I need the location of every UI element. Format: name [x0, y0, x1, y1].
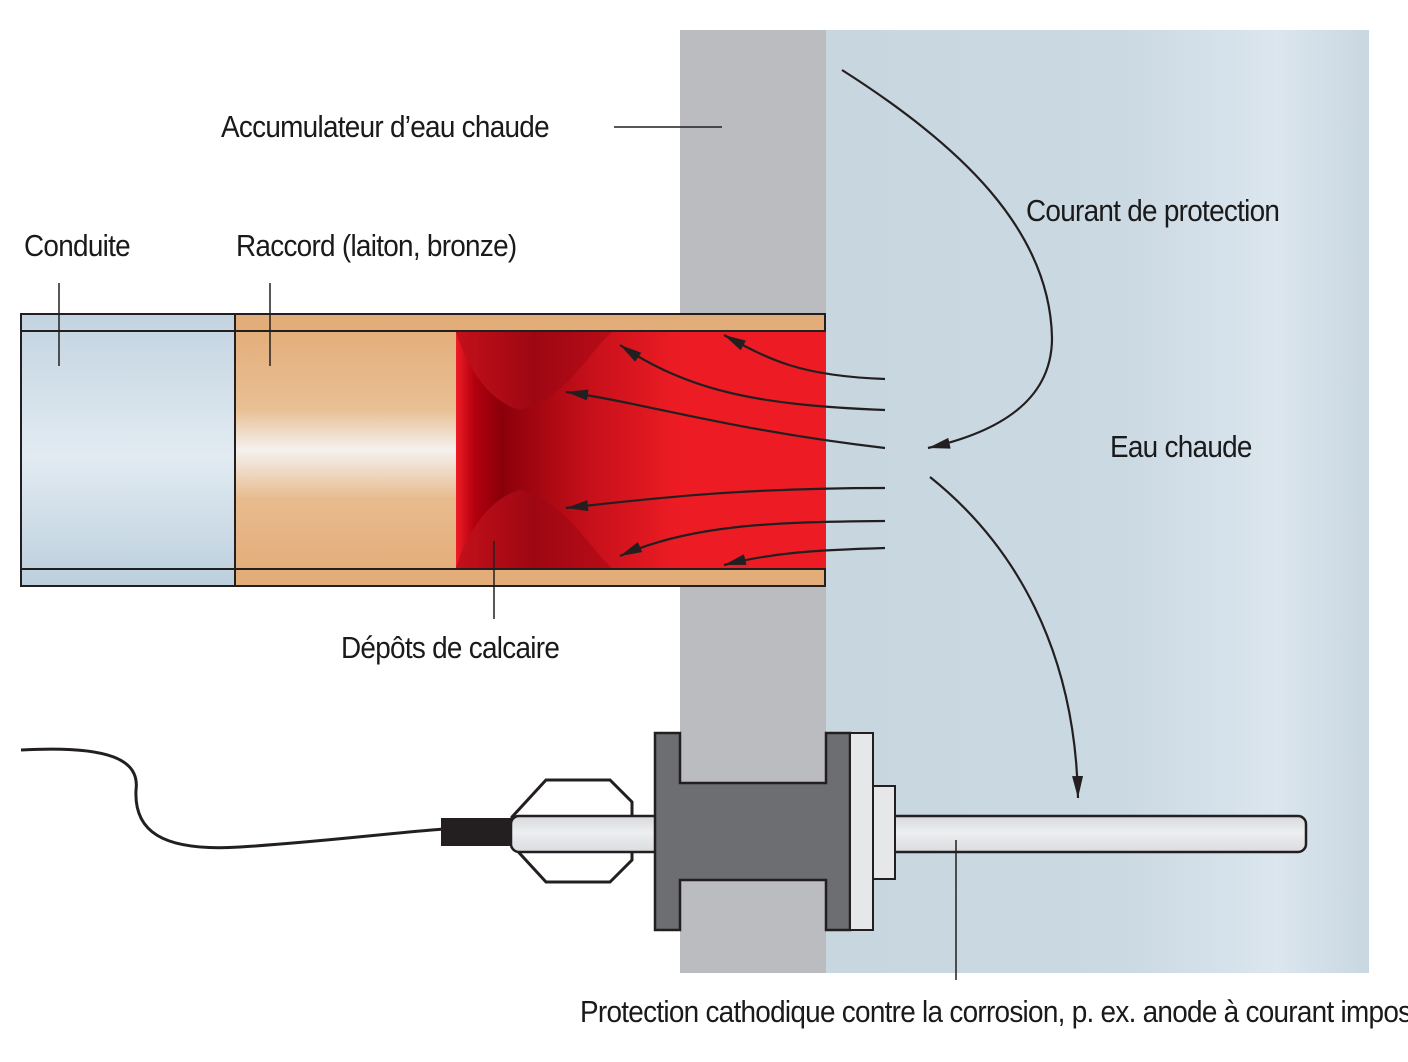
cable-connector: [441, 818, 515, 846]
lime-deposits: [456, 332, 826, 568]
protection-current-arrows: [841, 69, 1084, 799]
cable: [20, 747, 445, 850]
protection-current-label: Courant de protection: [1026, 193, 1280, 228]
lime-deposits-label: Dépôts de calcaire: [341, 630, 560, 665]
flange: [653, 731, 896, 932]
pipe: [20, 313, 236, 587]
current-flow-arrows: [565, 334, 886, 567]
pipe-label: Conduite: [24, 228, 131, 263]
leader-lines: [58, 126, 957, 980]
hot-water-label: Eau chaude: [1110, 429, 1252, 464]
anode-label: Protection cathodique contre la corrosio…: [580, 994, 1408, 1029]
tank-label: Accumulateur d’eau chaude: [221, 109, 550, 144]
fitting-label: Raccord (laiton, bronze): [236, 228, 517, 263]
